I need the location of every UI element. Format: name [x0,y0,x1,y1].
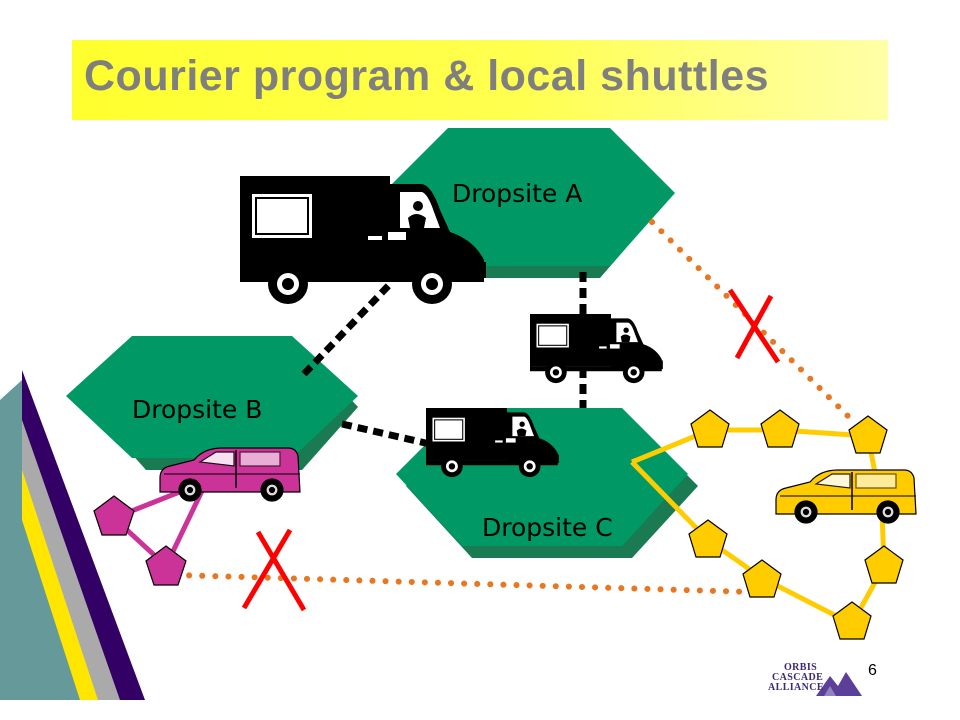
page-number: 6 [868,662,877,679]
dropsite-a-label: Dropsite A [452,179,582,208]
dropsite-c-label: Dropsite C [482,513,613,542]
page-title: Courier program & local shuttles [84,52,770,100]
dropsite-b-label: Dropsite B [132,395,262,424]
gold-shuttle-network [630,409,904,640]
logo-line-2: CASCADE [772,672,824,683]
hexagon-dropsite-b [66,336,358,470]
cancel-x-icon [241,528,307,612]
courier-route-a-b [301,279,395,377]
minivan-icon [775,469,917,524]
pentagon-node-icon [93,495,187,586]
title-banner: Courier program & local shuttles [72,40,888,120]
cancel-x-icon [727,288,781,364]
pentagon-node-icon [688,409,904,640]
courier-route-b-c [341,420,431,448]
hexagon-dropsite-a [383,128,675,278]
small-delivery-truck-icon [529,313,664,384]
orbis-cascade-logo: ORBIS CASCADE ALLIANCE [758,662,862,696]
logo-line-1: ORBIS [784,662,818,673]
logo-line-3: ALLIANCE [768,682,824,693]
corner-stripes [0,370,145,700]
shuttle-route-b-gold [173,572,755,595]
